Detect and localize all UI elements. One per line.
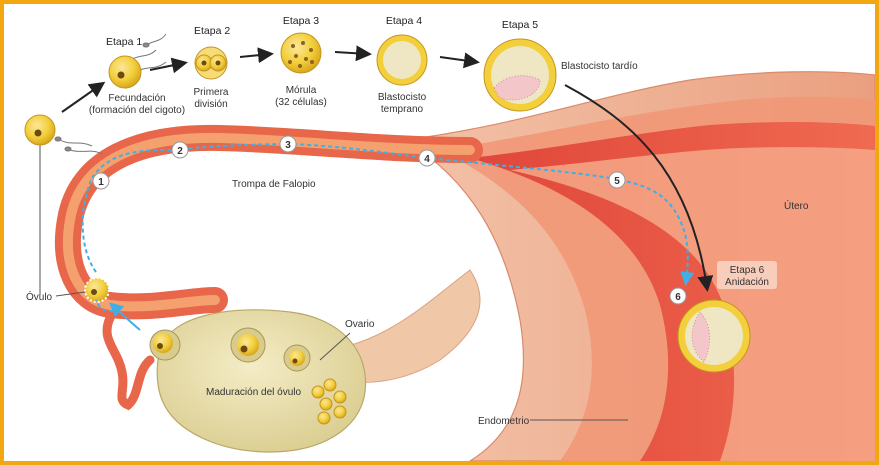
stage5-title: Etapa 5 — [502, 19, 538, 31]
follicle-large-egg — [237, 334, 259, 356]
stage3-title: Etapa 3 — [283, 15, 319, 27]
fertilization-diagram: 1 2 3 4 5 6 Etapa 1 Fecundación (formaci… — [4, 4, 875, 461]
label-ovario: Ovario — [345, 319, 375, 330]
ovum-released — [85, 278, 109, 302]
follicle-large-nucleus — [241, 346, 248, 353]
stage3-caption-2: (32 células) — [275, 97, 327, 108]
follicle-release-egg — [153, 333, 173, 353]
svg-text:3: 3 — [285, 140, 291, 151]
stage1-zygote — [109, 56, 141, 88]
label-utero: Útero — [784, 199, 809, 212]
svg-text:2: 2 — [177, 146, 183, 157]
label-endometrio: Endometrio — [478, 416, 530, 427]
path-number-5: 5 — [609, 172, 625, 188]
svg-text:4: 4 — [424, 154, 430, 165]
stage5-late-blastocyst — [484, 39, 556, 111]
stage6-caption: Anidación — [725, 277, 769, 288]
follicle-medium-egg — [289, 350, 305, 366]
svg-text:5: 5 — [614, 176, 620, 187]
fallopian-tube — [68, 138, 470, 307]
ovum-fertilization-nucleus — [35, 130, 42, 137]
path-number-3: 3 — [280, 136, 296, 152]
svg-text:1: 1 — [98, 177, 104, 188]
stage1-caption-1: Fecundación — [108, 93, 165, 104]
stage2-two-cell — [195, 47, 227, 79]
follicle-release-nucleus — [157, 343, 163, 349]
fimbriae — [107, 318, 150, 405]
stage1-nucleus — [118, 72, 125, 79]
path-number-2: 2 — [172, 142, 188, 158]
stage4-caption-2: temprano — [381, 104, 424, 115]
ovum-fertilization — [25, 115, 55, 145]
stage3-caption-1: Mórula — [286, 85, 317, 96]
stage3-morula — [281, 33, 321, 73]
path-number-1: 1 — [93, 173, 109, 189]
stage6-implanted-blastocyst — [678, 300, 750, 372]
stage6-title: Etapa 6 — [730, 265, 765, 276]
stage4-early-blastocyst — [377, 35, 427, 85]
stage1-title: Etapa 1 — [106, 36, 142, 48]
stage2-caption-2: división — [194, 99, 227, 110]
stage5-caption: Blastocisto tardío — [561, 61, 638, 72]
stage2-title: Etapa 2 — [194, 25, 230, 37]
label-ovulo: Óvulo — [26, 290, 53, 303]
path-number-4: 4 — [419, 150, 435, 166]
path-number-6: 6 — [670, 288, 686, 304]
label-trompa: Trompa de Falopio — [232, 179, 316, 190]
ovum-released-nucleus — [91, 289, 97, 295]
label-maduracion: Maduración del óvulo — [206, 387, 301, 398]
stage4-title: Etapa 4 — [386, 15, 422, 27]
follicle-medium-nucleus — [293, 359, 298, 364]
stage2-caption-1: Primera — [193, 87, 228, 98]
stage4-caption-1: Blastocisto — [378, 92, 427, 103]
svg-text:6: 6 — [675, 292, 681, 303]
stage1-caption-2: (formación del cigoto) — [89, 105, 185, 116]
